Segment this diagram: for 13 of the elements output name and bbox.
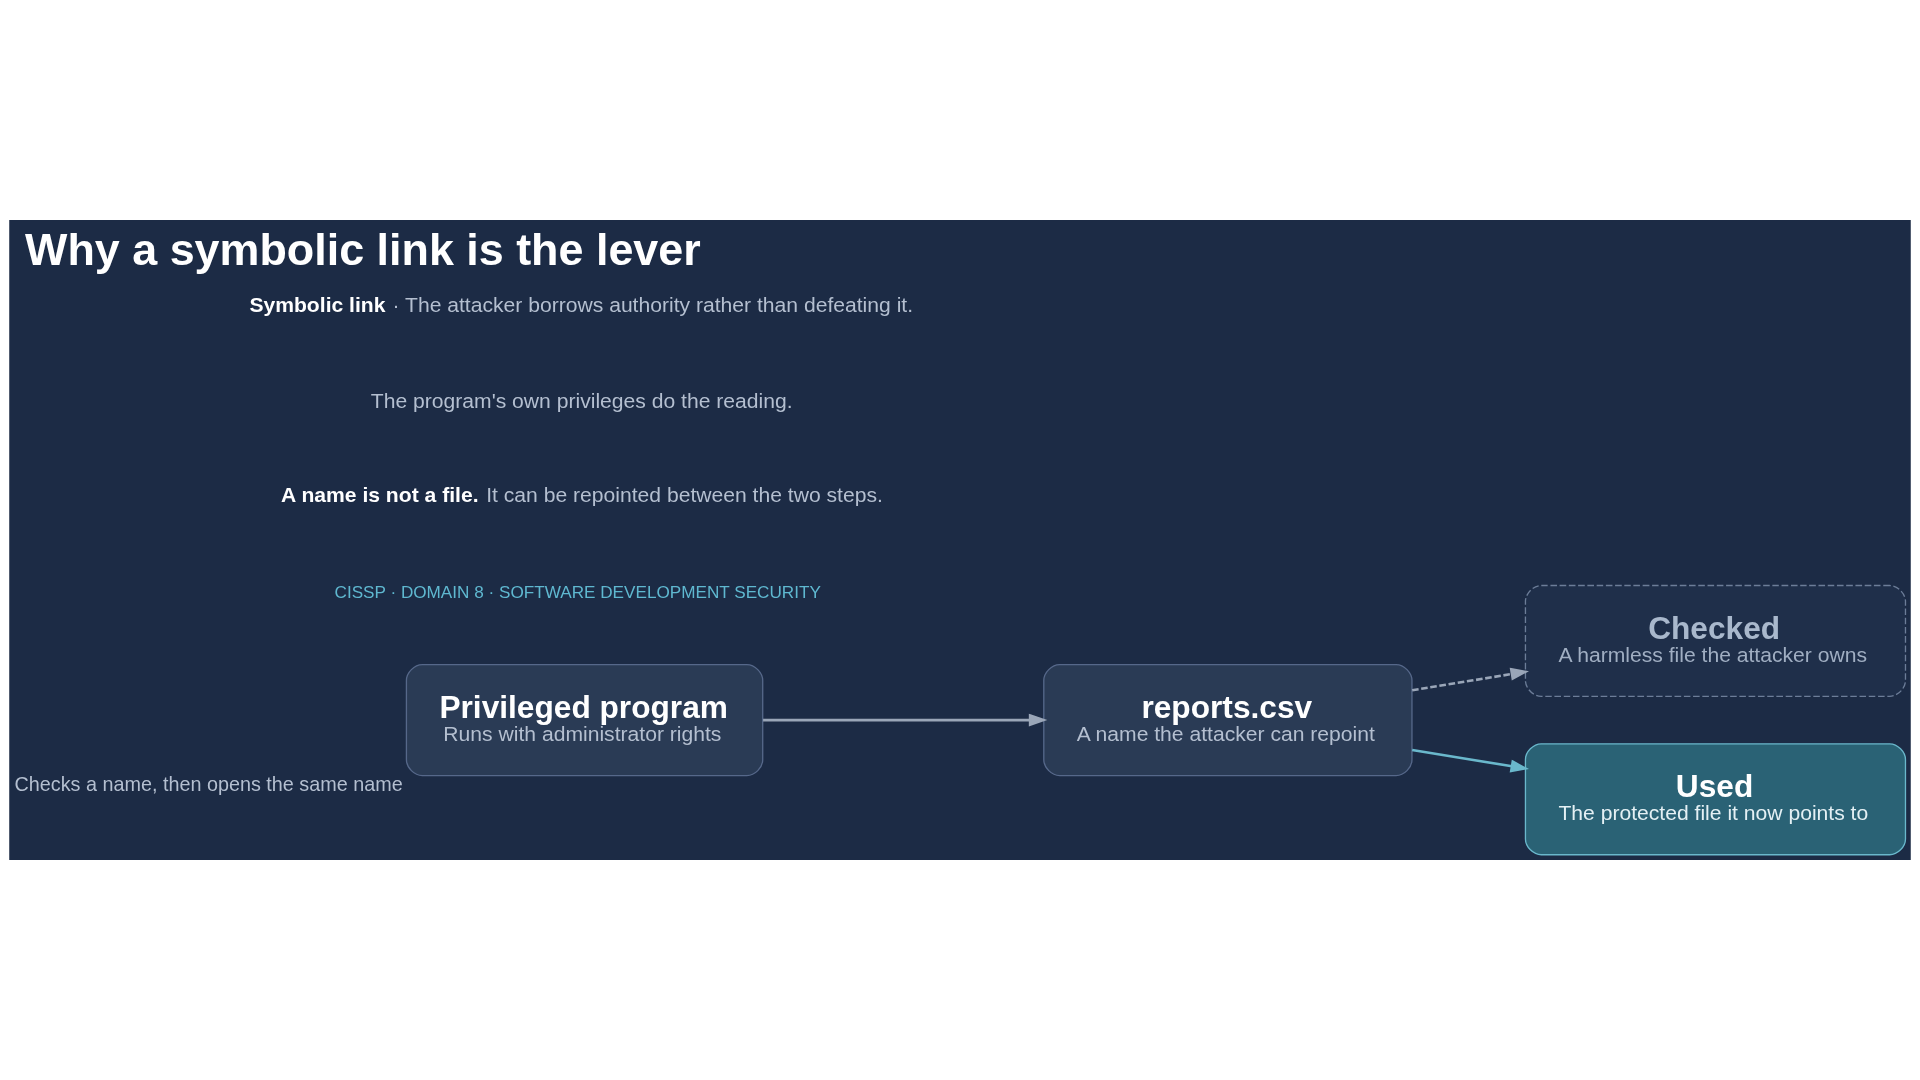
node-box: Privileged program Runs with administrator rights: [405, 664, 764, 777]
node-label: Checks a name, then opens the same name: [14, 773, 403, 796]
node-box: reports.csv A name the attacker can repoint: [1043, 664, 1413, 777]
diagram-title: Why a symbolic link is the lever: [25, 224, 701, 276]
node-box: Checked A harmless file the attacker owns: [1524, 584, 1907, 698]
label: CISSP · DOMAIN 8 · SOFTWARE DEVELOPMENT SECURITY: [334, 581, 821, 602]
label: Symbolic link · The attacker borrows authority rather than defeating it.: [249, 293, 914, 317]
label: The program's own privileges do the reading.: [370, 389, 793, 413]
arrow: [1411, 748, 1529, 773]
label: A name is not a file. It can be repointed between the two steps.: [281, 483, 883, 507]
arrow: [763, 713, 1048, 727]
node-box: Used The protected file it now points to: [1524, 743, 1907, 856]
arrow: [1411, 667, 1529, 692]
